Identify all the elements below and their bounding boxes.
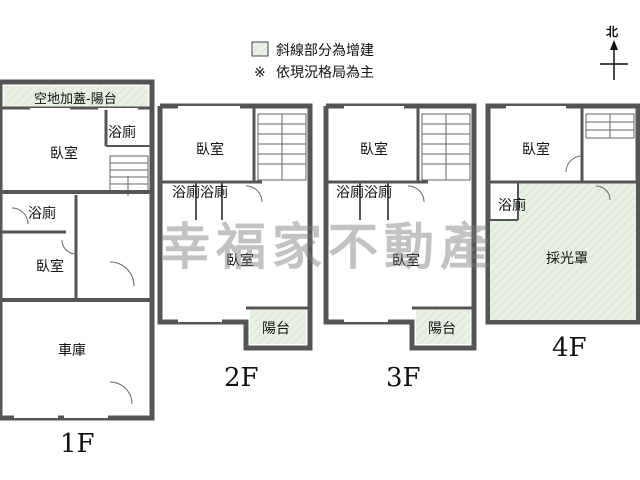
f1-roof-addition-label: 空地加蓋-陽台	[34, 92, 117, 107]
f3-bedroom-main-label: 臥室	[392, 252, 420, 269]
floor-3f-plan	[323, 103, 477, 351]
floor-1f-plan	[0, 79, 155, 421]
f3-floor-label: 3F	[386, 363, 421, 393]
f2-balcony-label: 陽台	[262, 321, 290, 337]
f2-bath-right-label: 浴廁	[200, 184, 228, 201]
f1-bath-mid-label: 浴廁	[28, 205, 56, 222]
legend-note-mark: ※	[254, 65, 266, 81]
balcony-2f-area	[250, 310, 306, 344]
f2-bath-left-label: 浴廁	[172, 184, 200, 201]
f1-bath-top-label: 浴廁	[108, 124, 136, 141]
f4-floor-label: 4F	[552, 333, 587, 363]
f2-floor-label: 2F	[224, 363, 259, 393]
f1-floor-label: 1F	[60, 429, 95, 459]
legend-note-text: 依現況格局為主	[276, 65, 374, 81]
legend-hatch-swatch	[251, 41, 269, 57]
legend: 斜線部分為增建 ※ 依現況格局為主	[251, 41, 374, 81]
f4-skylight-label: 採光罩	[546, 251, 588, 267]
f3-bath-right-label: 浴廁	[364, 184, 392, 201]
company-watermark: 幸福家不動產	[160, 218, 496, 276]
floor-4f-plan	[485, 103, 640, 325]
f3-bedroom-top-label: 臥室	[360, 141, 388, 158]
compass-north-label: 北	[606, 24, 618, 39]
balcony-3f-area	[416, 310, 470, 344]
f4-bedroom-top-label: 臥室	[522, 141, 550, 158]
roof-addition-area	[4, 86, 148, 108]
skylight-area	[490, 182, 636, 320]
north-arrow-icon: 北	[600, 24, 628, 80]
f3-balcony-label: 陽台	[428, 321, 456, 337]
f1-garage-label: 車庫	[58, 342, 86, 359]
f2-bedroom-top-label: 臥室	[196, 141, 224, 158]
floor-2f-plan	[157, 103, 313, 351]
f2-bedroom-main-label: 臥室	[226, 252, 254, 269]
f4-bath-label: 浴廁	[498, 197, 526, 214]
f3-bath-left-label: 浴廁	[336, 184, 364, 201]
f1-bedroom-top-label: 臥室	[50, 145, 78, 162]
f1-bedroom-mid-label: 臥室	[36, 258, 64, 275]
legend-hatched-text: 斜線部分為增建	[276, 43, 374, 59]
